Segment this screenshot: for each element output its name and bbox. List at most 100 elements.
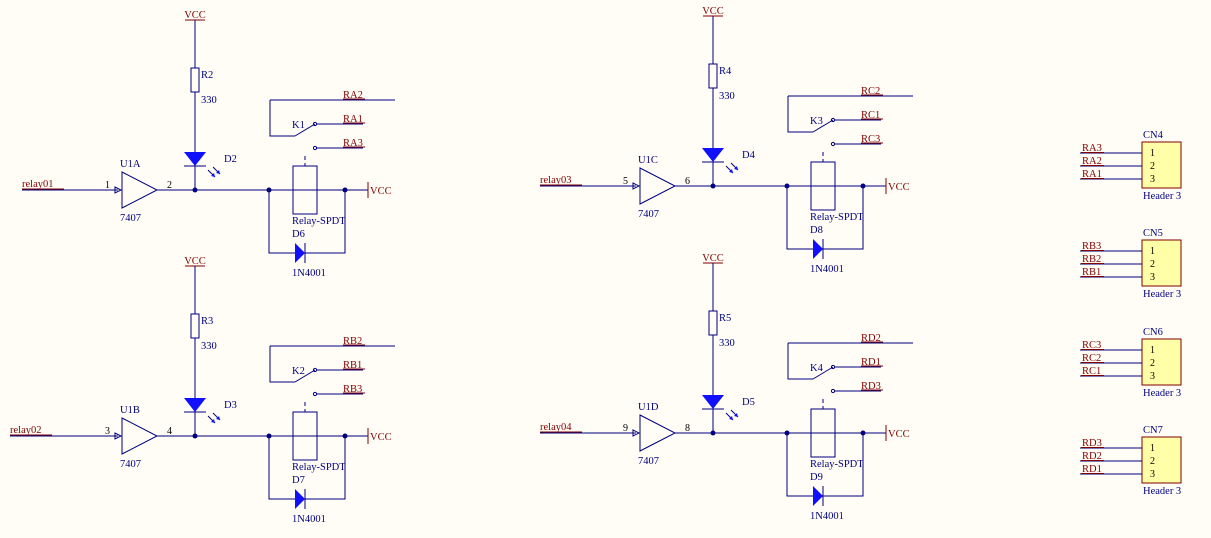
diode-type: 1N4001 [810,264,844,275]
junction-dot-2 [266,187,272,193]
buffer-ref: U1A [120,159,141,170]
switch-contact-1 [830,364,836,370]
header-net-RA3: RA3 [1082,143,1102,154]
resistor-symbol [708,63,718,89]
junction-dot-2 [266,433,272,439]
header-pin-3: 3 [1150,174,1155,185]
header-pin-2: 2 [1150,358,1155,369]
switch-arm [294,369,316,383]
switch-contact-1 [312,367,318,373]
header-ref: CN4 [1143,130,1164,141]
buffer-symbol [639,167,677,205]
buffer-chip: 7407 [638,209,659,220]
relay-net-RC1: RC1 [861,110,880,121]
buffer-ref: U1D [638,402,659,413]
relay-type: Relay-SPDT [292,462,346,473]
flyback-diode-symbol [295,489,305,509]
input-port-arrow [632,182,641,190]
input-net-label: relay01 [22,179,54,190]
resistor-value: 330 [201,341,217,352]
header-pin-3: 3 [1150,469,1155,480]
header-pin-2: 2 [1150,161,1155,172]
vcc-label-right: VCC [370,186,392,197]
buffer-pin-out: 6 [685,176,690,187]
relay-net-RC3: RC3 [861,134,880,145]
switch-contact-1 [830,117,836,123]
flyback-diode-symbol [813,239,823,259]
led-symbol [702,148,724,162]
header-type: Header 3 [1143,486,1181,497]
header-pin-1: 1 [1150,443,1155,454]
flyback-diode-symbol [813,486,823,506]
input-port-arrow [114,432,123,440]
input-net-label: relay04 [540,422,572,433]
header-body [1141,436,1182,484]
switch-common-wire [269,100,295,137]
header-pin-3: 3 [1150,272,1155,283]
header-pin-1: 1 [1150,345,1155,356]
buffer-ref: U1C [638,155,658,166]
relay-net-RD3: RD3 [861,381,881,392]
relay-ref: K1 [292,120,305,131]
relay-ref: K4 [810,363,824,374]
input-net-label: relay02 [10,425,42,436]
junction-dot-2 [784,430,790,436]
led-ref: D2 [224,154,237,165]
diode-type: 1N4001 [810,511,844,522]
relay-net-RB3: RB3 [343,384,362,395]
junction-dot-3 [860,430,866,436]
junction-dot-1 [710,430,716,436]
buffer-ref: U1B [120,405,140,416]
header-type: Header 3 [1143,289,1181,300]
led-ray-head-1 [729,169,733,173]
vcc-label-top: VCC [702,253,724,264]
header-net-RB3: RB3 [1082,241,1101,252]
header-pin-2: 2 [1150,456,1155,467]
junction-dot-3 [342,433,348,439]
header-net-RC1: RC1 [1082,366,1101,377]
input-port-arrow [632,429,641,437]
input-net-label: relay03 [540,175,572,186]
resistor-ref: R4 [719,66,732,77]
buffer-pin-in: 9 [623,423,628,434]
switch-arm [294,123,316,137]
led-ref: D5 [742,397,755,408]
buffer-pin-in: 5 [623,176,628,187]
vcc-label-top: VCC [702,6,724,17]
switch-contact-2 [830,141,836,147]
resistor-symbol [190,67,200,93]
relay-net-RA3: RA3 [343,138,363,149]
vcc-label-right: VCC [888,429,910,440]
switch-contact-2 [830,388,836,394]
led-symbol [702,395,724,409]
switch-common-wire [269,346,295,383]
switch-contact-2 [312,391,318,397]
relay-ref: K2 [292,366,305,377]
relay-net-RC2: RC2 [861,86,880,97]
header-pin-1: 1 [1150,148,1155,159]
diode-loop [268,436,346,500]
diode-loop [786,433,864,497]
header-net-RA1: RA1 [1082,169,1102,180]
header-body [1141,239,1182,287]
relay-net-RA1: RA1 [343,114,363,125]
relay-net-RD2: RD2 [861,333,881,344]
led-ray-head-2 [734,413,738,417]
resistor-value: 330 [719,338,735,349]
buffer-pin-in: 1 [105,180,110,191]
junction-dot-1 [192,433,198,439]
buffer-chip: 7407 [120,213,141,224]
led-ray-head-1 [211,173,215,177]
flyback-diode-symbol [295,243,305,263]
buffer-chip: 7407 [638,456,659,467]
buffer-symbol [121,417,159,455]
relay-net-RD1: RD1 [861,357,881,368]
switch-common-wire [787,343,813,380]
